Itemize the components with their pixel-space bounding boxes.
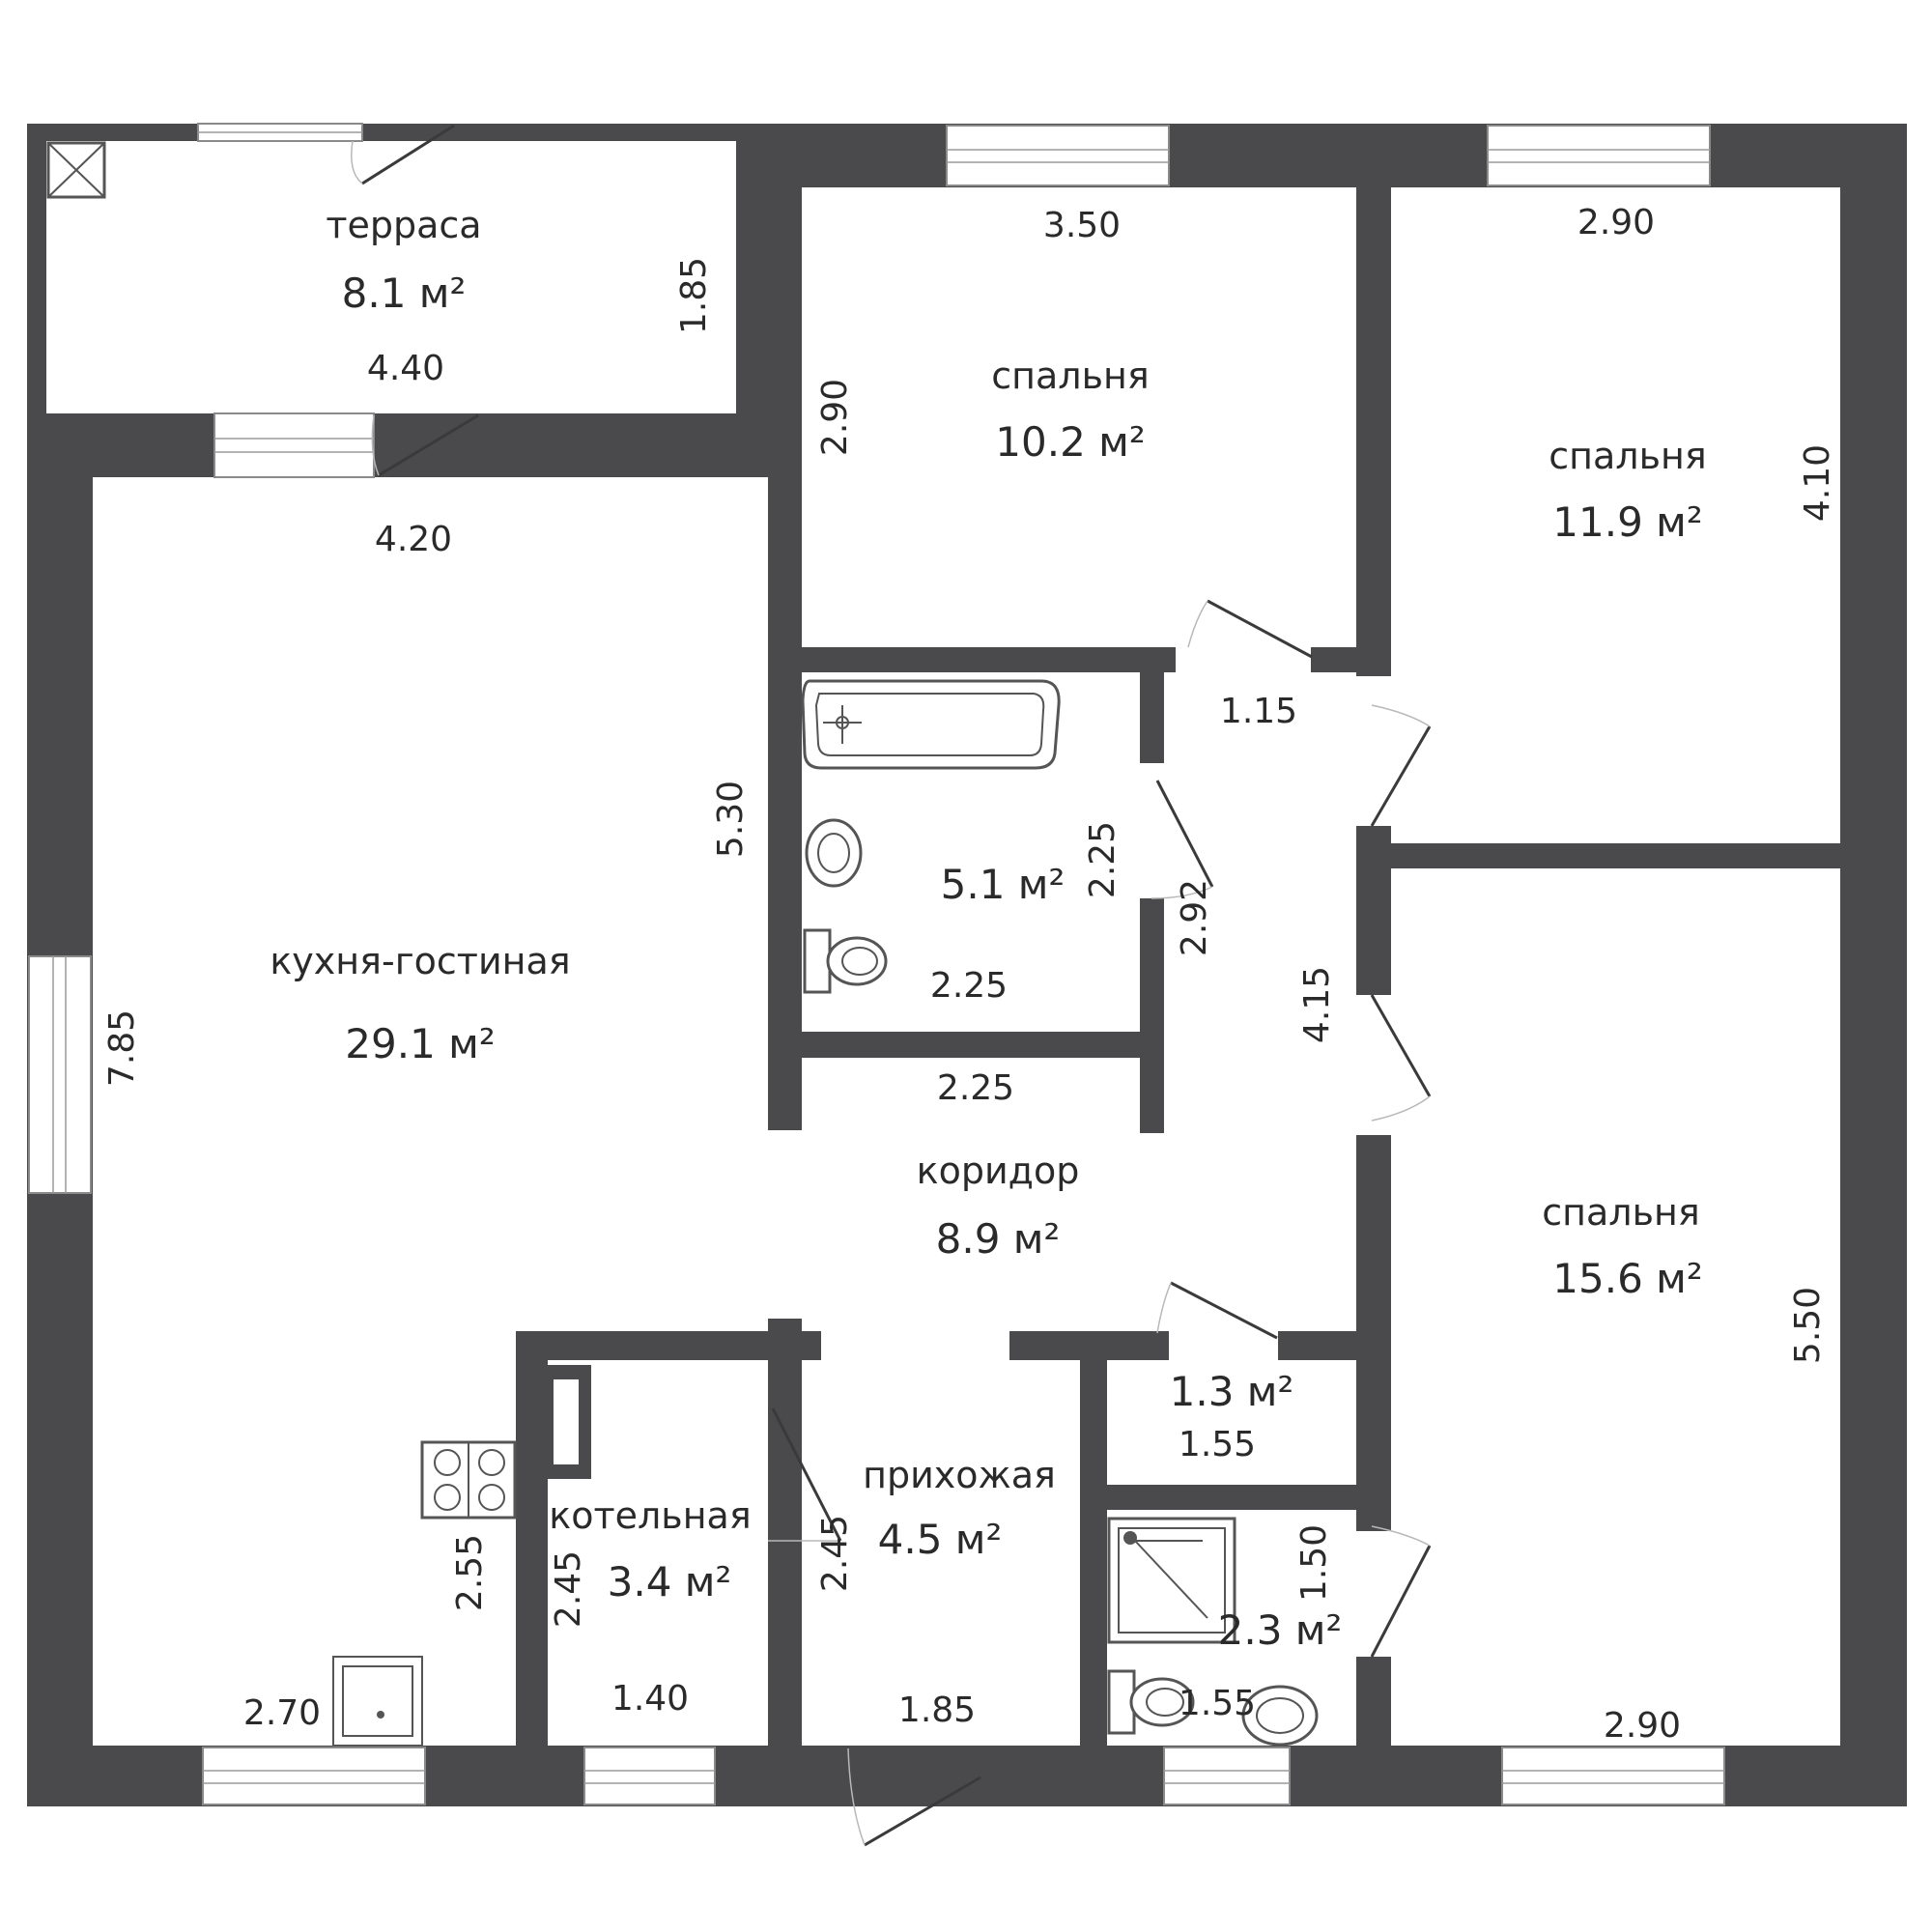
ventilation-box-icon [46, 141, 106, 199]
dim-bedroom-top-h: 2.90 [815, 379, 855, 456]
dim-kitchen-h: 5.30 [711, 781, 751, 858]
shower-cabin-icon [1107, 1517, 1236, 1644]
fixtures [46, 141, 1319, 1747]
door-bedroom-top [1187, 599, 1313, 659]
kitchen-sink-icon [332, 1656, 423, 1747]
boiler-area: 3.4 м² [608, 1558, 732, 1605]
window-terrace-bottom [213, 412, 375, 478]
hallway-area: 4.5 м² [878, 1516, 1003, 1563]
bedroom-right-area: 11.9 м² [1552, 498, 1702, 546]
dim-boiler-h: 2.45 [549, 1550, 588, 1628]
door-terrace-bottom [371, 413, 479, 477]
kitchen-living-area: 29.1 м² [345, 1020, 495, 1067]
room-labels: терраса 8.1 м² спальня 10.2 м² спальня 1… [270, 204, 1706, 1654]
bedroom-large-area: 15.6 м² [1552, 1255, 1702, 1302]
walls [27, 124, 1907, 1806]
bedroom-top-name: спальня [991, 355, 1149, 397]
dim-bedroom-right-w: 2.90 [1577, 203, 1655, 242]
dim-shower-h: 1.50 [1294, 1524, 1334, 1602]
door-bedroom-large [1370, 994, 1432, 1122]
bathtub-icon [801, 679, 1061, 770]
door-boiler [768, 1407, 842, 1542]
corridor-area: 8.9 м² [936, 1215, 1061, 1263]
doors [351, 124, 1432, 1847]
boiler-name: котельная [549, 1494, 751, 1537]
dim-bedroom-large-h: 5.50 [1788, 1287, 1828, 1364]
bathroom-area: 5.1 м² [941, 861, 1065, 908]
dim-shower-w: 1.55 [1179, 1684, 1256, 1723]
kitchen-living-name: кухня-гостиная [270, 940, 570, 982]
dim-bath-h: 2.25 [1083, 821, 1122, 898]
dim-corridor-h: 4.15 [1297, 966, 1337, 1043]
dim-kitchen-top: 4.20 [375, 520, 452, 559]
dim-hallway-h: 2.45 [815, 1515, 855, 1592]
shower-toilet-icon [1107, 1669, 1195, 1735]
door-shower [1370, 1525, 1432, 1658]
bathroom-toilet-icon [803, 928, 888, 994]
window-kitchen-left [28, 955, 92, 1194]
dim-corridor-small: 1.15 [1220, 692, 1297, 731]
corridor-name: коридор [917, 1150, 1080, 1192]
terrace-name: терраса [326, 204, 481, 246]
dim-terrace-w: 4.40 [367, 349, 444, 388]
shower-room-area: 2.3 м² [1218, 1606, 1343, 1654]
dim-corridor-w: 2.25 [937, 1068, 1014, 1108]
bathroom-sink-icon [805, 818, 863, 888]
dim-bedroom-right-h: 4.10 [1798, 444, 1837, 522]
door-entrance [847, 1747, 981, 1847]
hallway-name: прихожая [863, 1454, 1056, 1496]
dim-bath-w: 2.25 [930, 966, 1008, 1006]
window-bedroom-top [946, 125, 1170, 186]
dim-kitchen-bottom: 2.70 [243, 1693, 321, 1733]
door-storage [1156, 1281, 1278, 1340]
window-boiler-bottom [583, 1747, 716, 1805]
storage-area: 1.3 м² [1170, 1368, 1294, 1415]
shower-sink-icon [1241, 1685, 1319, 1747]
window-shower-bottom [1163, 1747, 1291, 1805]
dimension-labels: 4.40 1.85 4.20 3.50 2.90 2.90 4.10 1.15 … [102, 203, 1837, 1746]
terrace-area: 8.1 м² [342, 270, 467, 317]
window-bedroom-right [1487, 125, 1711, 186]
window-kitchen-bottom [202, 1747, 426, 1805]
windows [28, 123, 1725, 1805]
window-bedroom-large [1501, 1747, 1725, 1805]
dim-hallway-w: 1.85 [898, 1690, 976, 1730]
door-bedroom-right [1370, 704, 1432, 827]
dim-storage-w: 1.55 [1179, 1425, 1256, 1464]
bedroom-top-area: 10.2 м² [995, 418, 1145, 466]
dim-boiler-w: 1.40 [611, 1679, 689, 1719]
stove-icon [420, 1440, 517, 1520]
bedroom-right-name: спальня [1548, 435, 1706, 477]
door-bathroom [1151, 780, 1214, 899]
dim-terrace-h: 1.85 [674, 257, 714, 334]
dim-bedroom-top-w: 3.50 [1043, 206, 1121, 245]
dim-kitchen-total-h: 7.85 [102, 1009, 142, 1087]
dim-bedroom-large-w: 2.90 [1604, 1706, 1681, 1746]
window-terrace-top [197, 123, 363, 142]
bedroom-large-name: спальня [1542, 1191, 1699, 1234]
dim-corridor-diag: 2.92 [1175, 879, 1214, 956]
dim-kitchen-lower-h: 2.55 [450, 1534, 490, 1611]
door-terrace-top [351, 124, 455, 185]
